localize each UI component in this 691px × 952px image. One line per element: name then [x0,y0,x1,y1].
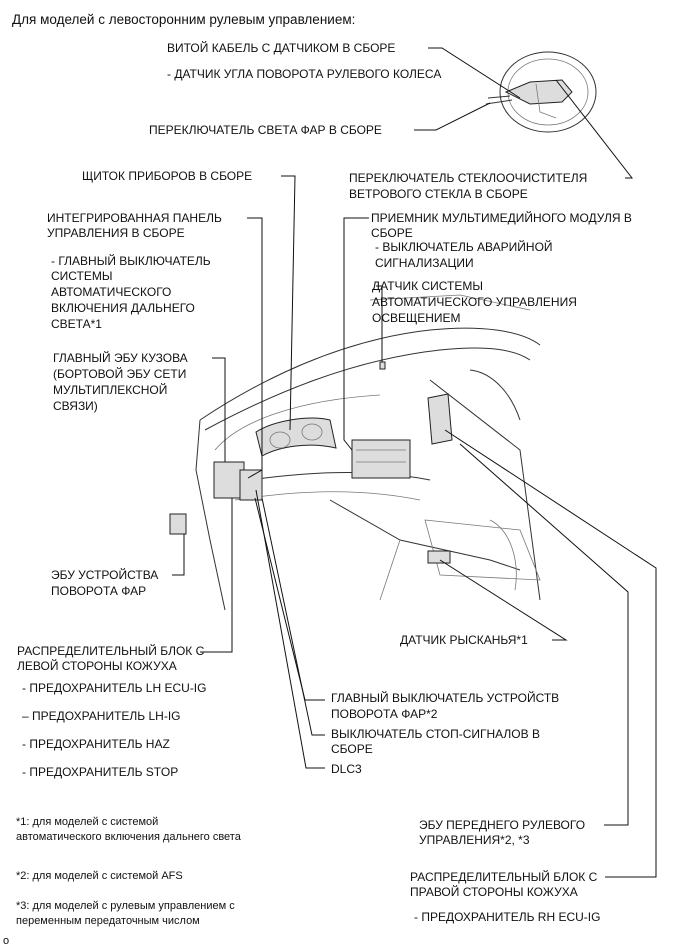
footnote-1-line1: *1: для моделей с системой [16,816,159,828]
rh-junction-block-label-line2: ПРАВОЙ СТОРОНЫ КОЖУХА [410,885,578,899]
footnote-1-line2: автоматического включения дальнего света [16,831,241,843]
combination-meter-part [255,417,337,457]
yaw-sensor-part [427,550,451,564]
multimedia-receiver-label-line2: СБОРЕ [371,226,413,240]
light-sensor-label-line1: ДАТЧИК СИСТЕМЫ [372,279,483,293]
fuse-lh-ecu-ig-label: - ПРЕДОХРАНИТЕЛЬ LH ECU-IG [22,681,207,695]
rh-junction-block-label-line1: РАСПРЕДЕЛИТЕЛЬНЫЙ БЛОК С [410,870,598,884]
main-switch-label-line1: - ГЛАВНЫЙ ВЫКЛЮЧАТЕЛЬ [51,254,211,268]
body-ecu-label-line1: ГЛАВНЫЙ ЭБУ КУЗОВА [53,351,188,365]
main-switch-label-line4: ВКЛЮЧЕНИЯ ДАЛЬНЕГО [51,301,195,315]
page-marker: o [3,935,10,947]
swivel-ecu-part [169,513,187,535]
leader-lines [172,47,657,878]
fuse-haz-label: - ПРЕДОХРАНИТЕЛЬ HAZ [22,737,170,751]
swivel-main-switch-label-line2: ПОВОРОТА ФАР*2 [331,707,438,721]
integrated-panel-label-line2: УПРАВЛЕНИЯ В СБОРЕ [47,226,185,240]
body-ecu-label-line4: СВЯЗИ) [53,399,98,413]
swivel-ecu-label-line1: ЭБУ УСТРОЙСТВА [51,568,159,582]
hazard-switch-label-line2: СИГНАЛИЗАЦИИ [375,256,474,270]
stop-light-switch-label-line1: ВЫКЛЮЧАТЕЛЬ СТОП-СИГНАЛОВ В [331,727,540,741]
swivel-main-switch-label-line1: ГЛАВНЫЙ ВЫКЛЮЧАТЕЛЬ УСТРОЙСТВ [331,691,560,705]
footnote-3-line2: переменным передаточным числом [16,915,200,927]
multimedia-receiver-part [351,439,411,479]
fuse-stop-label: - ПРЕДОХРАНИТЕЛЬ STOP [22,765,179,779]
combination-meter-label: ЩИТОК ПРИБОРОВ В СБОРЕ [82,169,253,183]
hazard-switch-label-line1: - ВЫКЛЮЧАТЕЛЬ АВАРИЙНОЙ [375,240,553,254]
body-ecu-label-line2: (БОРТОВОЙ ЭБУ СЕТИ [53,367,187,381]
main-switch-label-line5: СВЕТА*1 [51,317,102,331]
spiral-cable-label: ВИТОЙ КАБЕЛЬ С ДАТЧИКОМ В СБОРЕ [167,41,396,55]
headlight-switch-label: ПЕРЕКЛЮЧАТЕЛЬ СВЕТА ФАР В СБОРЕ [149,123,382,137]
multimedia-receiver-label-line1: ПРИЕМНИК МУЛЬТИМЕДИЙНОГО МОДУЛЯ В [371,211,632,225]
yaw-sensor-label: ДАТЧИК РЫСКАНЬЯ*1 [400,633,528,647]
light-sensor-label-line3: ОСВЕЩЕНИЕМ [372,311,461,325]
body-ecu-label-line3: МУЛЬТИПЛЕКСНОЙ [53,383,168,397]
light-sensor-part [379,361,386,370]
steering-angle-sensor-label: - ДАТЧИК УГЛА ПОВОРОТА РУЛЕВОГО КОЛЕСА [167,67,442,81]
swivel-ecu-label-line2: ПОВОРОТА ФАР [51,584,147,598]
footnote-3-line1: *3: для моделей с рулевым управлением с [16,900,235,912]
integrated-panel-label-line1: ИНТЕГРИРОВАННАЯ ПАНЕЛЬ [47,211,222,225]
front-steering-ecu-label-line2: УПРАВЛЕНИЯ*2, *3 [419,833,530,847]
wiper-switch-label-line2: ВЕТРОВОГО СТЕКЛА В СБОРЕ [349,187,528,201]
footnote-2: *2: для моделей с системой AFS [16,870,183,882]
fuse-rh-ecu-ig-label: - ПРЕДОХРАНИТЕЛЬ RH ECU-IG [414,910,601,924]
main-switch-label-line3: АВТОМАТИЧЕСКОГО [51,285,172,299]
lh-junction-block-label-line1: РАСПРЕДЕЛИТЕЛЬНЫЙ БЛОК С [17,644,205,658]
lh-junction-block-part [213,461,263,501]
page-title: Для моделей с левосторонним рулевым упра… [12,12,356,27]
dlc3-label: DLC3 [331,762,362,776]
front-steering-ecu-label-line1: ЭБУ ПЕРЕДНЕГО РУЛЕВОГО [419,818,586,832]
light-sensor-label-line2: АВТОМАТИЧЕСКОГО УПРАВЛЕНИЯ [372,295,577,309]
front-steering-ecu-part [427,393,453,445]
fuse-lh-ig-label: – ПРЕДОХРАНИТЕЛЬ LH-IG [22,709,181,723]
steering-wheel-illustration [485,51,597,133]
stop-light-switch-label-line2: СБОРЕ [331,742,373,756]
wiper-switch-label-line1: ПЕРЕКЛЮЧАТЕЛЬ СТЕКЛООЧИСТИТЕЛЯ [349,171,588,185]
lh-junction-block-label-line2: ЛЕВОЙ СТОРОНЫ КОЖУХА [17,659,177,673]
main-switch-label-line2: СИСТЕМЫ [51,269,113,283]
